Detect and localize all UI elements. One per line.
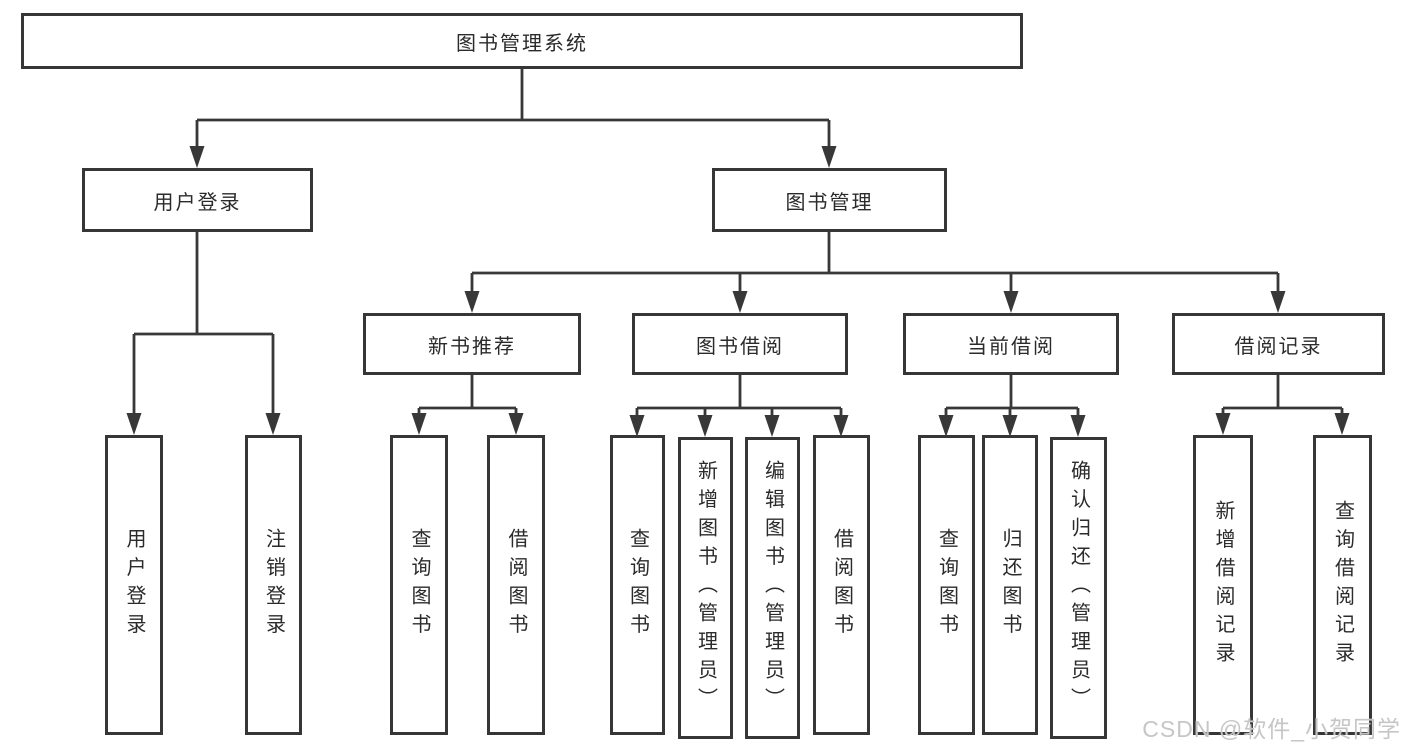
node-label-leaf-logout: 注销登录 bbox=[262, 528, 285, 642]
node-label-leaf-add-borrow-record: 新增借阅记录 bbox=[1212, 499, 1234, 671]
connector-path bbox=[470, 232, 1280, 295]
node-book-management-branch: 图书管理 bbox=[712, 168, 947, 232]
node-leaf-add-books-admin: 新增图书（管理员） bbox=[678, 437, 733, 739]
connector-path bbox=[635, 375, 843, 419]
node-leaf-return-books: 归还图书 bbox=[982, 435, 1038, 735]
csdn-watermark: CSDN @软件_小贺同学 bbox=[1142, 716, 1401, 742]
node-label-leaf-query-books-borrowing: 查询图书 bbox=[626, 528, 649, 642]
arrowhead-icon bbox=[189, 146, 205, 168]
node-leaf-add-borrow-record: 新增借阅记录 bbox=[1193, 435, 1253, 735]
node-label-book-borrowing: 图书借阅 bbox=[696, 335, 784, 358]
connector-path bbox=[417, 375, 518, 417]
node-label-leaf-query-borrow-record: 查询借阅记录 bbox=[1331, 499, 1354, 671]
node-library-management-system: 图书管理系统 bbox=[21, 13, 1023, 69]
connector-path bbox=[1221, 375, 1344, 417]
node-label-current-borrowing: 当前借阅 bbox=[967, 335, 1055, 358]
node-label-leaf-confirm-return-admin: 确认归还（管理员） bbox=[1067, 460, 1090, 716]
node-label-library-management-system: 图书管理系统 bbox=[456, 32, 588, 55]
node-label-leaf-return-books: 归还图书 bbox=[999, 528, 1021, 642]
node-leaf-query-borrow-record: 查询借阅记录 bbox=[1313, 435, 1372, 735]
node-label-leaf-edit-books-admin: 编辑图书（管理员） bbox=[761, 460, 784, 716]
node-label-leaf-borrow-books-borrowing: 借阅图书 bbox=[830, 528, 853, 642]
arrowhead-icon bbox=[938, 415, 954, 437]
node-leaf-edit-books-admin: 编辑图书（管理员） bbox=[745, 437, 800, 739]
node-label-leaf-add-books-admin: 新增图书（管理员） bbox=[694, 460, 717, 716]
connector-path bbox=[944, 375, 1080, 419]
node-leaf-borrow-books-borrowing: 借阅图书 bbox=[813, 435, 870, 735]
node-leaf-query-books-current: 查询图书 bbox=[918, 435, 975, 735]
node-label-leaf-borrow-books-recommend: 借阅图书 bbox=[505, 528, 527, 642]
arrowhead-icon bbox=[464, 291, 480, 313]
arrowhead-icon bbox=[732, 291, 748, 313]
node-new-book-recommend: 新书推荐 bbox=[363, 313, 581, 375]
arrowhead-icon bbox=[833, 415, 849, 437]
node-leaf-logout: 注销登录 bbox=[245, 435, 302, 735]
arrowhead-icon bbox=[265, 413, 281, 435]
node-label-leaf-query-books-current: 查询图书 bbox=[935, 528, 958, 642]
node-leaf-query-books-borrowing: 查询图书 bbox=[610, 435, 665, 735]
node-leaf-confirm-return-admin: 确认归还（管理员） bbox=[1050, 437, 1107, 739]
node-leaf-query-books-recommend: 查询图书 bbox=[390, 435, 448, 735]
arrowhead-icon bbox=[629, 415, 645, 437]
node-leaf-borrow-books-recommend: 借阅图书 bbox=[487, 435, 545, 735]
arrowhead-icon bbox=[508, 413, 524, 435]
connector-path bbox=[195, 69, 831, 150]
arrowhead-icon bbox=[411, 413, 427, 435]
arrowhead-icon bbox=[821, 146, 837, 168]
node-leaf-user-login: 用户登录 bbox=[105, 435, 163, 735]
node-user-login-branch: 用户登录 bbox=[82, 168, 313, 232]
arrowhead-icon bbox=[697, 415, 713, 437]
node-label-book-management-branch: 图书管理 bbox=[785, 191, 874, 214]
arrowhead-icon bbox=[764, 415, 780, 437]
node-label-leaf-user-login: 用户登录 bbox=[123, 528, 145, 642]
connector-path bbox=[132, 232, 275, 417]
node-borrowing-records: 借阅记录 bbox=[1172, 313, 1385, 375]
arrowhead-icon bbox=[126, 413, 142, 435]
arrowhead-icon bbox=[1215, 413, 1231, 435]
node-label-borrowing-records: 借阅记录 bbox=[1234, 335, 1323, 358]
arrowhead-icon bbox=[1334, 413, 1350, 435]
node-current-borrowing: 当前借阅 bbox=[903, 313, 1119, 375]
node-label-user-login-branch: 用户登录 bbox=[153, 191, 242, 214]
arrowhead-icon bbox=[1070, 415, 1086, 437]
node-book-borrowing: 图书借阅 bbox=[632, 313, 848, 375]
arrowhead-icon bbox=[1270, 291, 1286, 313]
arrowhead-icon bbox=[1002, 415, 1018, 437]
node-label-leaf-query-books-recommend: 查询图书 bbox=[408, 528, 430, 642]
arrowhead-icon bbox=[1003, 291, 1019, 313]
node-label-new-book-recommend: 新书推荐 bbox=[428, 335, 516, 358]
